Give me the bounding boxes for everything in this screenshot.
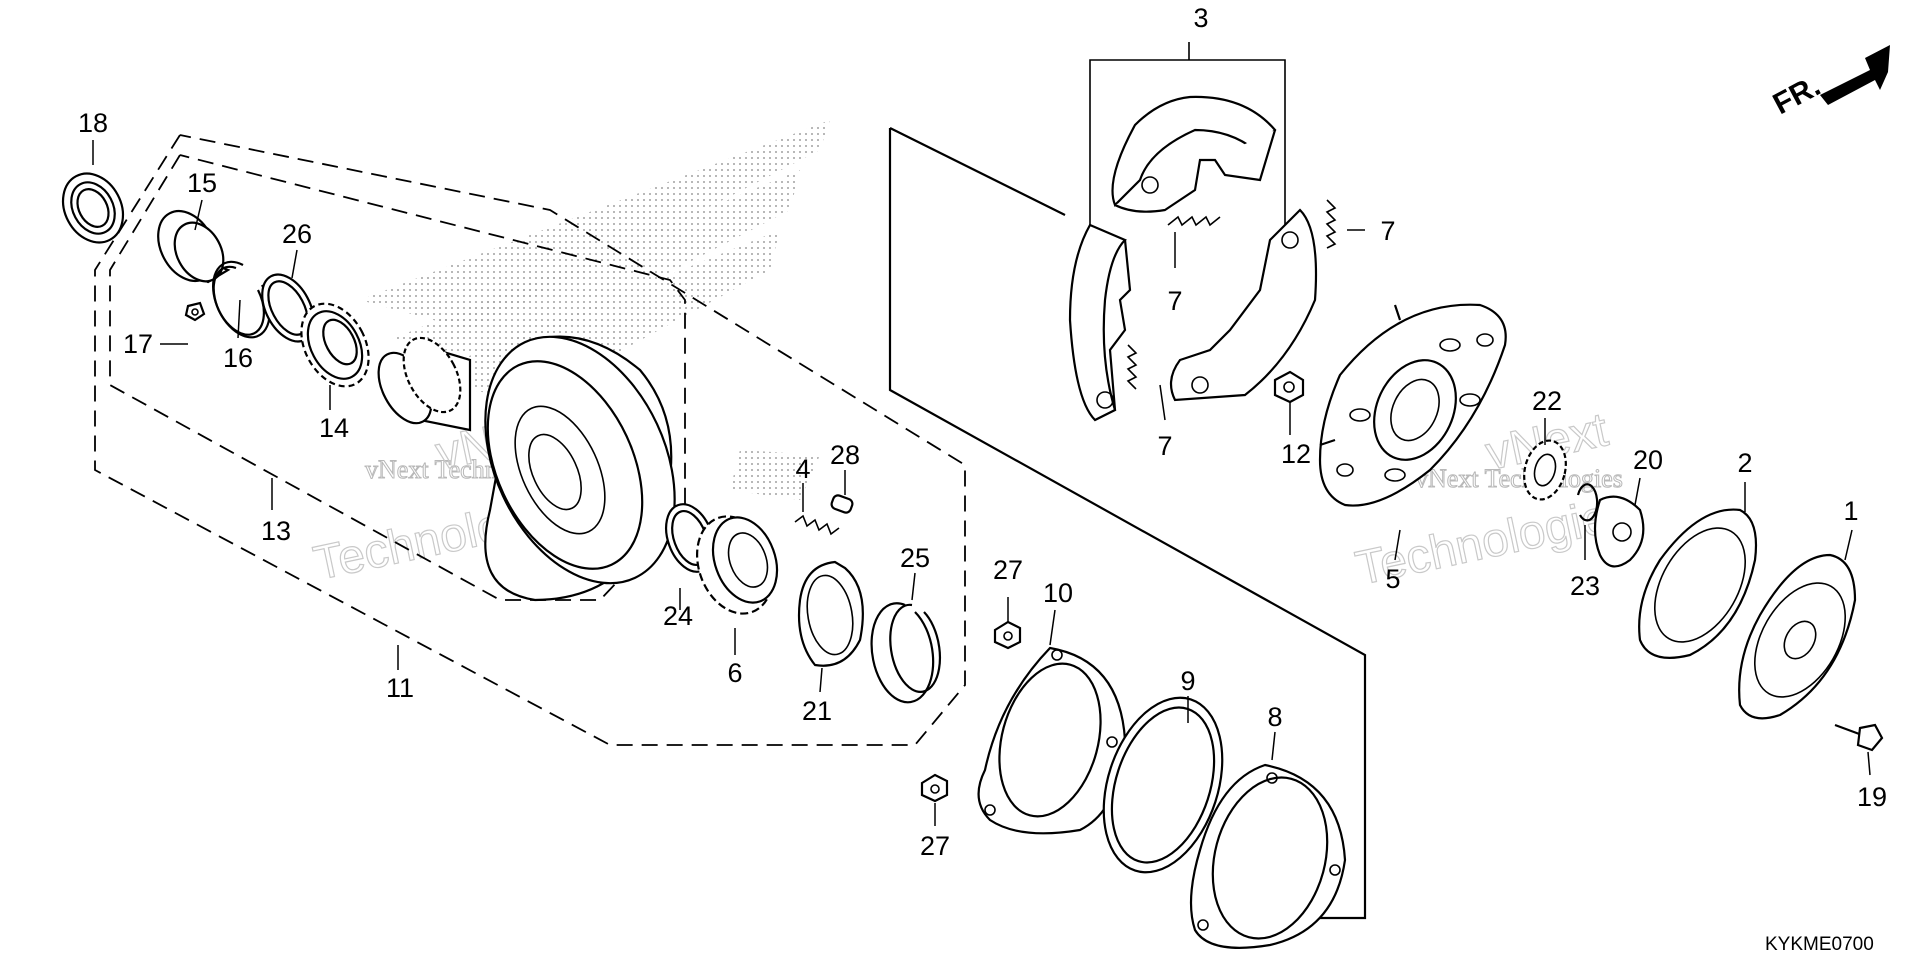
callout-2: 2 <box>1737 448 1752 478</box>
callout-14: 14 <box>319 413 349 443</box>
part-18-oil-seal <box>61 172 125 244</box>
part-19-bolt <box>1834 723 1884 752</box>
direction-label: FR. <box>1768 69 1826 121</box>
callout-7-c: 7 <box>1380 216 1395 246</box>
leader-lines <box>92 140 1871 826</box>
part-9-o-ring <box>1102 696 1224 874</box>
callout-26: 26 <box>282 219 312 249</box>
callout-25: 25 <box>900 543 930 573</box>
part-23-ring <box>1576 483 1599 522</box>
part-6-one-way-clutch <box>695 515 779 615</box>
part-15-bearing <box>157 210 231 284</box>
part-12-nut <box>1273 370 1305 404</box>
callout-numbers: 18 15 26 17 16 14 13 11 4 28 24 6 21 25 … <box>78 3 1887 861</box>
part-3-clutch-shoes <box>1068 95 1318 422</box>
callout-28: 28 <box>830 440 860 470</box>
part-17-nut <box>184 301 206 322</box>
part-26-washer <box>261 273 315 343</box>
callout-5: 5 <box>1385 564 1400 594</box>
diagram-code: KYKME0700 <box>1765 934 1874 955</box>
part-4-spring <box>794 514 840 536</box>
part-20-plate <box>1593 495 1645 568</box>
callout-21: 21 <box>802 696 832 726</box>
callout-13: 13 <box>261 516 291 546</box>
callout-7-b: 7 <box>1157 431 1172 461</box>
part-2-gasket <box>1638 508 1758 659</box>
part-22-gear <box>1523 439 1567 501</box>
callout-23: 23 <box>1570 571 1600 601</box>
callout-7-a: 7 <box>1167 286 1182 316</box>
group-outline-11 <box>94 134 966 746</box>
callout-4: 4 <box>795 454 810 484</box>
callout-12: 12 <box>1281 439 1311 469</box>
watermark-text-right: vNext Technologies <box>1415 464 1623 493</box>
callout-9: 9 <box>1180 666 1195 696</box>
part-21-plate <box>797 560 864 667</box>
dotted-shading <box>360 120 830 500</box>
callout-10: 10 <box>1043 578 1073 608</box>
callout-22: 22 <box>1532 386 1562 416</box>
callout-8: 8 <box>1267 702 1282 732</box>
callout-27-top: 27 <box>993 555 1023 585</box>
part-27-nut-top <box>993 620 1022 650</box>
part-11-clutch-drum <box>377 335 676 602</box>
part-1-cover <box>1738 553 1857 720</box>
callout-18: 18 <box>78 108 108 138</box>
callout-20: 20 <box>1633 445 1663 475</box>
callout-3: 3 <box>1193 3 1208 33</box>
callout-27-bottom: 27 <box>920 831 950 861</box>
callout-6: 6 <box>727 658 742 688</box>
front-direction-arrow: FR. <box>1768 45 1890 121</box>
part-5-drive-plate <box>1318 303 1507 507</box>
part-28-pin <box>830 494 854 514</box>
part-10-gasket <box>977 646 1127 835</box>
part-8-cover <box>1189 763 1347 949</box>
part-27-nut-bottom <box>920 773 949 803</box>
part-7-springs <box>1126 199 1337 390</box>
callout-19: 19 <box>1857 782 1887 812</box>
callout-16: 16 <box>223 343 253 373</box>
bracket-3 <box>1089 42 1286 250</box>
callout-24: 24 <box>663 601 693 631</box>
callout-11: 11 <box>386 673 414 703</box>
part-25-circlip <box>870 602 942 704</box>
callout-17: 17 <box>123 329 153 359</box>
part-14-sprocket <box>300 302 370 388</box>
callout-15: 15 <box>187 168 217 198</box>
callout-1: 1 <box>1843 496 1858 526</box>
